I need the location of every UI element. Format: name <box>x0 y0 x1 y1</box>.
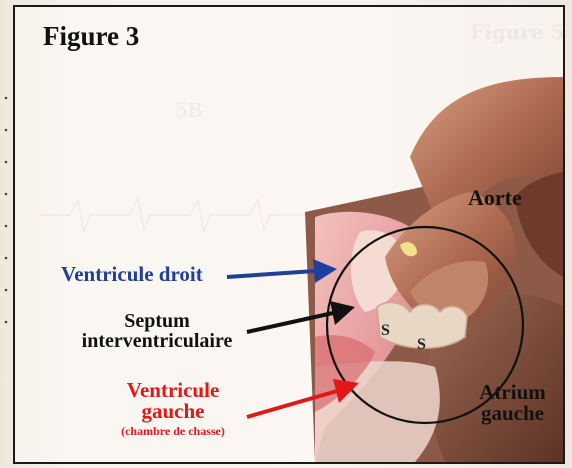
binding-marks <box>2 90 10 350</box>
label-ventricule-gauche: Ventricule gauche (chambre de chasse) <box>103 380 243 437</box>
label-septum-line2: interventriculaire <box>57 331 257 351</box>
label-ventricule-gauche-line1: Ventricule <box>103 380 243 401</box>
arrow-ventricule-droit <box>227 259 337 283</box>
label-ventricule-gauche-note: (chambre de chasse) <box>103 425 243 437</box>
label-aorte: Aorte <box>468 187 522 209</box>
figure-title: Figure 3 <box>43 21 139 52</box>
label-septum: Septum interventriculaire <box>57 311 257 351</box>
label-ventricule-droit: Ventricule droit <box>61 264 203 285</box>
label-septum-line1: Septum <box>57 311 257 331</box>
label-atrium-line2: gauche <box>470 403 555 424</box>
label-atrium-line1: Atrium <box>470 382 555 403</box>
valve-marker-s-left: S <box>381 323 390 339</box>
label-atrium: Atrium gauche <box>470 382 555 424</box>
label-ventricule-gauche-line2: gauche <box>103 401 243 422</box>
figure-frame: Figure 3 Aorte Ventricule droit Septum i… <box>13 5 565 464</box>
valve-marker-s-right: S <box>417 337 426 353</box>
